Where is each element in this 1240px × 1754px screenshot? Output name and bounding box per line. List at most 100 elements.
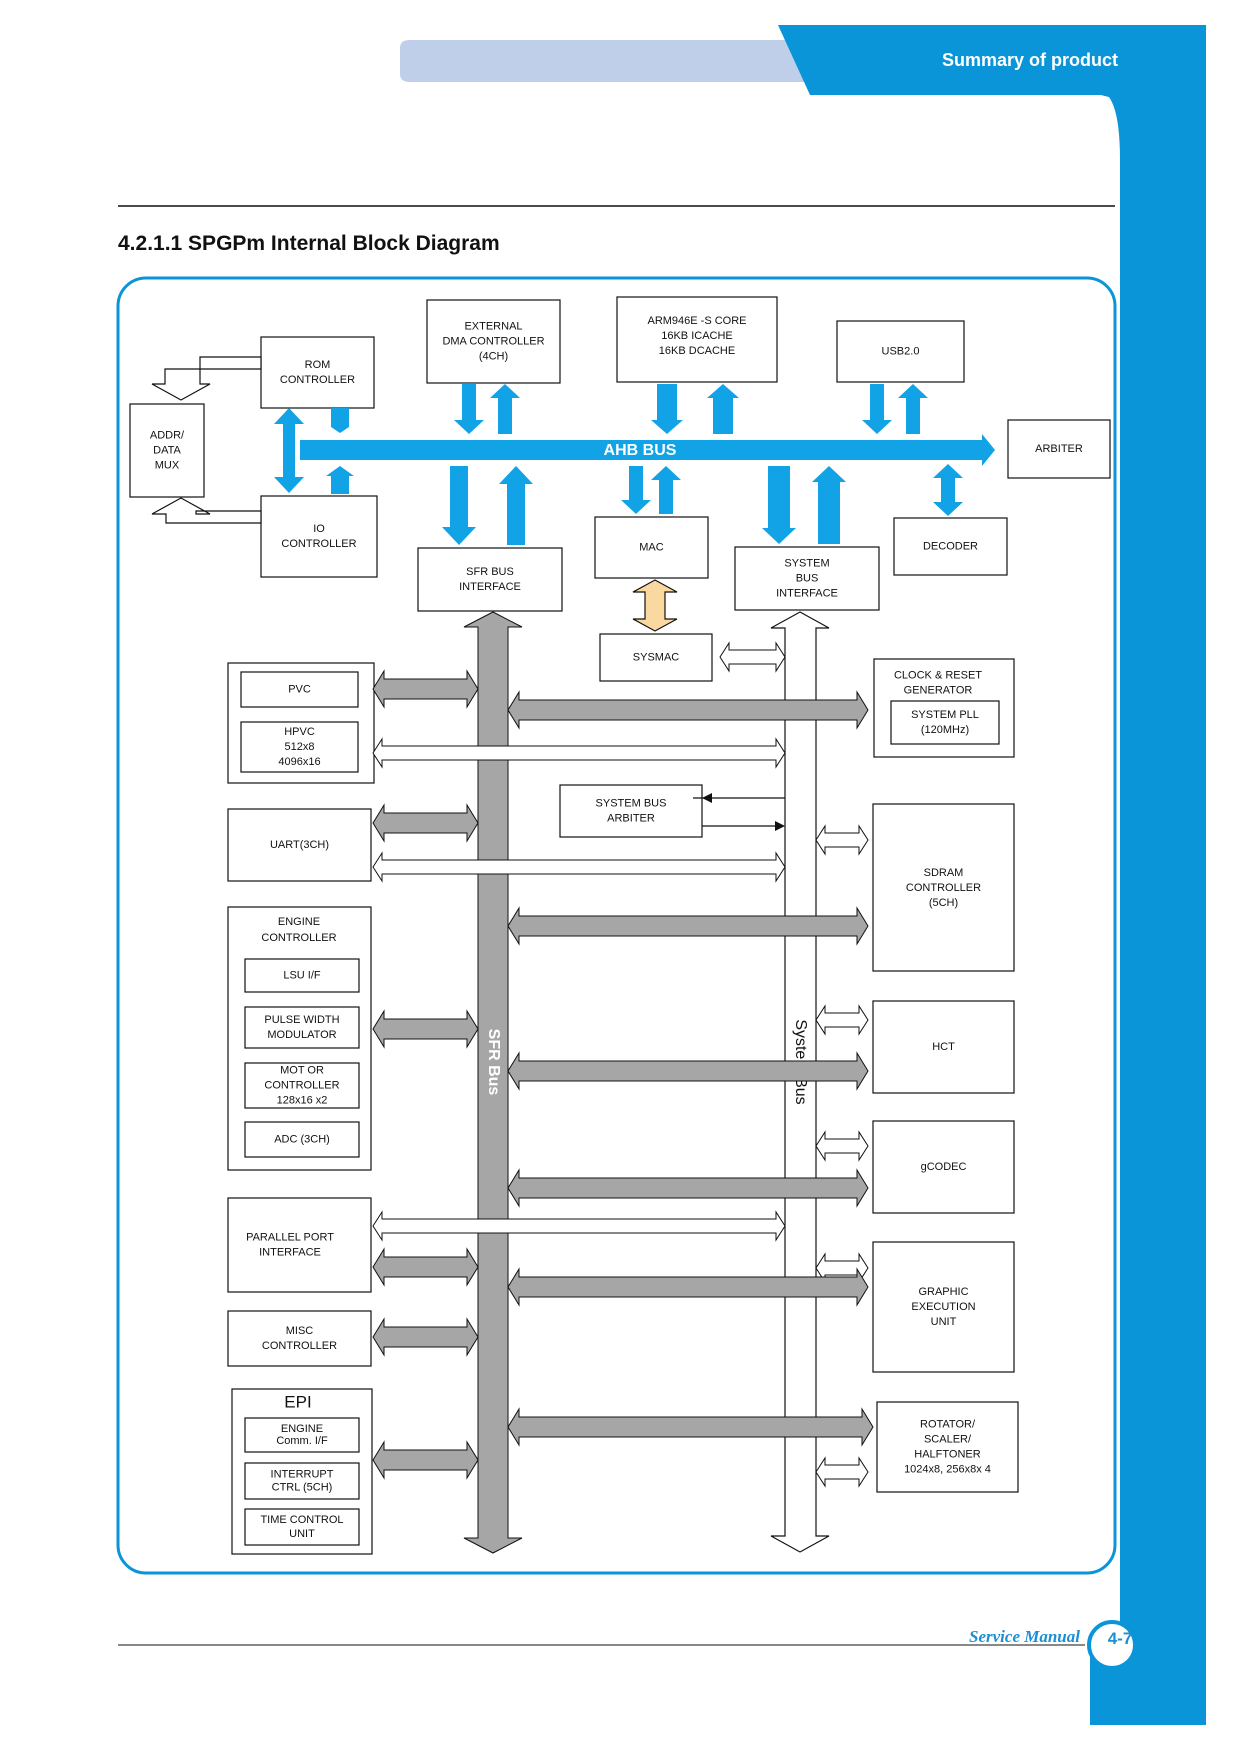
- time-control-unit-line-2: UNIT: [289, 1528, 315, 1540]
- motor-controller-box: [244, 1062, 360, 1109]
- diagram-frame: [116, 276, 1117, 1575]
- uart-sfr-arrow: [372, 803, 479, 843]
- adc-line-1: ADC (3CH): [274, 1133, 330, 1145]
- sdram-sfr-arrow: [507, 906, 869, 946]
- sba-to-sysbus-head: [775, 821, 785, 831]
- mux-arrow-top: [151, 356, 262, 401]
- pulse-width-modulator-box: [244, 1006, 360, 1049]
- uart-line-1: UART(3CH): [270, 839, 329, 851]
- system-bus-interface-line-3: INTERFACE: [776, 587, 838, 599]
- sfr-bus-interface-box: [417, 547, 563, 612]
- uart-box: [227, 808, 372, 882]
- external-dma-line-3: (4CH): [479, 350, 508, 362]
- usb-up-arrow: [898, 384, 928, 434]
- usb-line-1: USB2.0: [882, 345, 920, 357]
- gcodec-box: [872, 1120, 1015, 1214]
- system-bus-interface-line-2: BUS: [796, 572, 819, 584]
- footer-label: Service Manual: [969, 1627, 1080, 1646]
- arbiter-box: [1007, 419, 1111, 479]
- usb-box: [836, 320, 965, 383]
- section-title: 4.2.1.1 SPGPm Internal Block Diagram: [118, 232, 500, 255]
- arm-core-box: [616, 296, 778, 383]
- pulse-width-modulator-line-2: MODULATOR: [267, 1029, 336, 1041]
- system-bus-arbiter-line-1: SYSTEM BUS: [596, 797, 667, 809]
- header-title: Summary of product: [941, 50, 1119, 70]
- engine-comm-if-box: [244, 1417, 360, 1453]
- sdram-controller-line-2: CONTROLLER: [906, 882, 981, 894]
- system-pll-box: [890, 700, 1000, 745]
- external-dma-line-1: EXTERNAL: [464, 320, 522, 332]
- geu-sfr-arrow: [507, 1267, 869, 1307]
- parallel-port-line-2: INTERFACE: [259, 1246, 321, 1258]
- rotator-sysbus-arrow: [815, 1456, 869, 1488]
- mac-line-1: MAC: [639, 541, 664, 553]
- io-controller-line-1: IO: [313, 523, 325, 535]
- epi-line-1: EPI: [284, 1392, 311, 1411]
- io-ahb-arrow: [326, 466, 354, 494]
- parallel-sysbus-arrow: [372, 1210, 786, 1242]
- sfr-up-arrow: [499, 466, 533, 545]
- sysmac-sysbus-arrow: [719, 641, 786, 673]
- io-controller-line-2: CONTROLLER: [281, 538, 356, 550]
- addr-data-mux-line-1: ADDR/: [150, 429, 185, 441]
- external-dma-box: [426, 299, 561, 384]
- clock-reset-line-2: GENERATOR: [904, 684, 973, 696]
- parallel-sfr-arrow: [372, 1247, 479, 1287]
- gcodec-sfr-arrow: [507, 1168, 869, 1208]
- motor-controller-line-1: MOT OR: [280, 1064, 324, 1076]
- ahb-bus: [300, 434, 995, 466]
- lsu-if-box: [244, 958, 360, 993]
- lsu-if-line-1: LSU I/F: [283, 969, 321, 981]
- pulse-width-modulator-line-1: PULSE WIDTH: [264, 1014, 339, 1026]
- dma-up-arrow: [490, 384, 520, 434]
- mac-down-arrow: [621, 466, 651, 514]
- adc-box: [244, 1121, 360, 1158]
- rom-io-double-arrow: [274, 408, 304, 493]
- hct-line-1: HCT: [932, 1041, 955, 1053]
- arm-core-line-2: 16KB ICACHE: [661, 330, 733, 342]
- misc-sfr-arrow: [372, 1317, 479, 1357]
- rom-controller-line-1: ROM: [305, 359, 331, 371]
- sfr-bus: [463, 611, 523, 1554]
- system-bus-arbiter-box: [559, 784, 703, 838]
- interrupt-ctrl-line-1: INTERRUPT: [271, 1468, 334, 1480]
- motor-controller-line-2: CONTROLLER: [264, 1079, 339, 1091]
- rotator-line-3: HALFTONER: [914, 1448, 980, 1460]
- hpvc-line-3: 4096x16: [278, 756, 320, 768]
- sbi-down-arrow: [762, 466, 796, 544]
- system-bus: [770, 611, 830, 1553]
- sysmac-line-1: SYSMAC: [633, 651, 680, 663]
- rom-controller-box: [260, 336, 375, 409]
- graphic-execution-unit-box: [872, 1241, 1015, 1373]
- addr-data-mux-line-3: MUX: [155, 459, 180, 471]
- dma-down-arrow: [454, 384, 484, 434]
- sysmac-box: [599, 633, 713, 682]
- engine-controller-line-1: ENGINE: [278, 916, 320, 928]
- addr-data-mux-box: [129, 403, 205, 498]
- external-dma-line-2: DMA CONTROLLER: [442, 335, 544, 347]
- sfr-bus-interface-line-2: INTERFACE: [459, 581, 521, 593]
- engine-comm-if-line-1: ENGINE: [281, 1423, 323, 1435]
- sdram-controller-box: [872, 803, 1015, 972]
- mac-sysmac-arrow: [632, 579, 678, 632]
- decoder-line-1: DECODER: [923, 540, 978, 552]
- arm-up-arrow: [707, 384, 739, 434]
- sba-from-sysbus-head: [702, 793, 712, 803]
- uart-sysbus-arrow: [372, 851, 786, 883]
- header-tab-light: [400, 40, 832, 82]
- graphic-execution-unit-line-1: GRAPHIC: [918, 1286, 968, 1298]
- decoder-double-arrow: [933, 464, 963, 516]
- sdram-controller-line-1: SDRAM: [924, 867, 964, 879]
- mac-up-arrow: [651, 466, 681, 514]
- sdram-controller-line-3: (5CH): [929, 897, 958, 909]
- hpvc-box: [240, 721, 359, 773]
- time-control-unit-line-1: TIME CONTROL: [260, 1514, 343, 1526]
- sbi-up-arrow: [812, 466, 846, 544]
- page-number-circle: [1087, 1620, 1137, 1670]
- graphic-execution-unit-line-2: EXECUTION: [911, 1301, 975, 1313]
- sfr-bus-interface-line-1: SFR BUS: [466, 566, 514, 578]
- rotator-line-4: 1024x8, 256x8x 4: [904, 1463, 991, 1475]
- pvc-box: [240, 671, 359, 708]
